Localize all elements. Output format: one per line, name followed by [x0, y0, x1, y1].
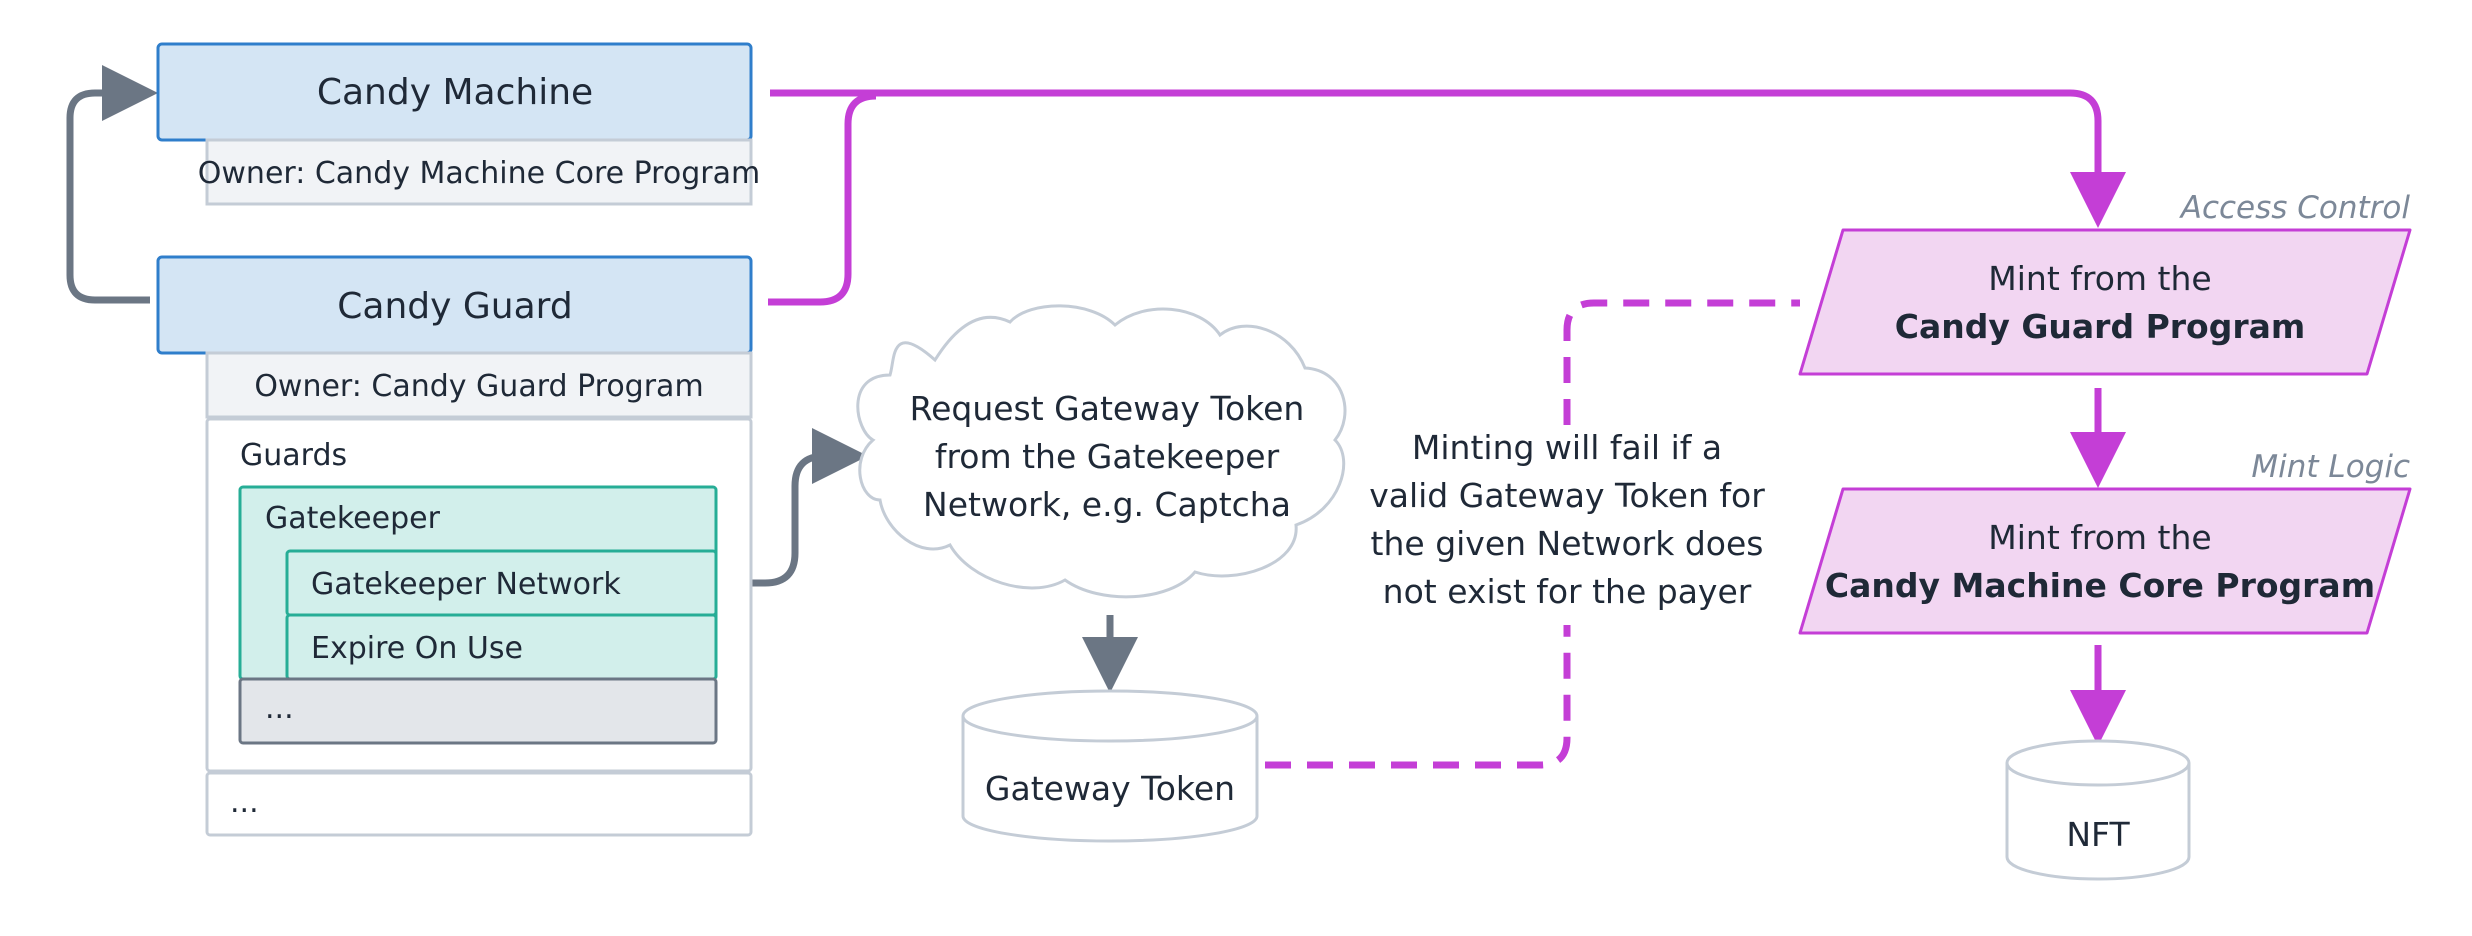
note-line-1: Minting will fail if a: [1412, 428, 1722, 467]
gatekeeper-guard[interactable]: Gatekeeper Gatekeeper Network Expire On …: [238, 485, 718, 681]
nft-cylinder: NFT: [2005, 739, 2191, 881]
access-control-line-2: Candy Guard Program: [1895, 307, 2306, 346]
cloud-line-1: Request Gateway Token: [910, 389, 1305, 428]
candy-guard-more-box: [205, 771, 753, 837]
candy-guard-to-access-control-line: [768, 92, 877, 306]
request-gateway-token-cloud: Request Gateway Token from the Gatekeepe…: [856, 304, 1347, 599]
gateway-token-label: Gateway Token: [985, 769, 1235, 808]
mint-logic-parallelogram[interactable]: [1798, 487, 2412, 635]
note-line-4: not exist for the payer: [1383, 572, 1752, 611]
expire-on-use-label: Expire On Use: [311, 631, 523, 666]
gateway-token-body: [961, 716, 1259, 843]
gatekeeper-network-to-cloud-arrow: [730, 428, 868, 587]
candy-guard-more-label: ...: [230, 785, 259, 820]
candy-guard-label: Candy Guard: [337, 286, 572, 327]
candy-guard-more: ...: [205, 771, 753, 837]
gateway-token-cylinder: Gateway Token: [961, 689, 1259, 843]
other-guards[interactable]: ...: [238, 677, 718, 745]
cloud-line-3: Network, e.g. Captcha: [923, 485, 1291, 524]
cloud-line-2: from the Gatekeeper: [935, 437, 1280, 476]
mint-logic-line-1: Mint from the: [1988, 518, 2211, 557]
mint-logic-line-2: Candy Machine Core Program: [1825, 566, 2375, 605]
guards-section: Guards Gatekeeper Gatekeeper Network Exp…: [205, 417, 753, 773]
candy-guard-owner-box: [205, 351, 753, 419]
mint-logic-tag: Mint Logic: [2251, 449, 2410, 485]
candy-machine-label: Candy Machine: [317, 72, 593, 113]
gatekeeper-network-label: Gatekeeper Network: [311, 567, 621, 602]
guards-label: Guards: [240, 438, 347, 473]
gatekeeper-label: Gatekeeper: [265, 501, 441, 536]
nft-body: [2005, 763, 2191, 881]
connectors: [66, 65, 2126, 769]
note-line-3: the given Network does: [1371, 524, 1764, 563]
minting-fail-note: Minting will fail if a valid Gateway Tok…: [1369, 428, 1765, 611]
candy-machine-owner-label: Owner: Candy Machine Core Program: [198, 156, 760, 191]
candy-guard-owner: Owner: Candy Guard Program: [205, 351, 753, 419]
access-control-instruction[interactable]: Access Control Mint from the Candy Guard…: [1798, 190, 2412, 376]
mint-logic-instruction[interactable]: Mint Logic Mint from the Candy Machine C…: [1798, 449, 2412, 635]
access-control-parallelogram[interactable]: [1798, 228, 2412, 376]
candy-guard-owner-label: Owner: Candy Guard Program: [254, 369, 703, 404]
candy-machine-owner: Owner: Candy Machine Core Program: [198, 138, 760, 206]
candy-machine-owner-box: [205, 138, 753, 206]
candy-guard-account[interactable]: Candy Guard: [156, 255, 753, 355]
access-control-tag: Access Control: [2179, 190, 2411, 226]
candy-machine-to-access-control-arrow: [770, 89, 2126, 228]
candy-machine-account[interactable]: Candy Machine: [156, 42, 753, 142]
gateway-token-top: [961, 689, 1259, 743]
other-guards-label: ...: [265, 691, 294, 726]
cloud-shape: [856, 304, 1347, 599]
nft-label: NFT: [2066, 815, 2130, 854]
other-guards-box[interactable]: [238, 677, 718, 745]
access-control-line-1: Mint from the: [1988, 259, 2211, 298]
nft-top: [2005, 739, 2191, 787]
note-line-2: valid Gateway Token for: [1369, 476, 1765, 515]
gateway-token-to-mint-dashed-line: [1265, 299, 1800, 769]
candy-guard-to-candy-machine-arrow: [66, 65, 158, 304]
